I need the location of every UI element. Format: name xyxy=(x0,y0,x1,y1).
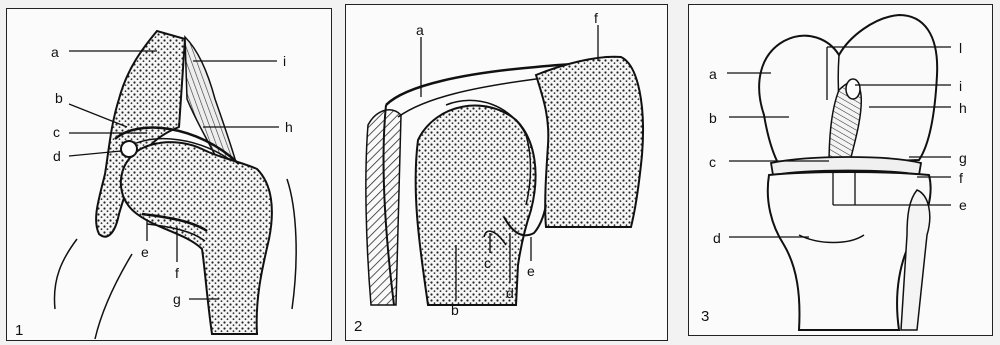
label-e: e xyxy=(527,264,535,278)
label-d: d xyxy=(506,286,514,300)
outer-contour-2 xyxy=(95,254,132,339)
label-c: c xyxy=(484,256,491,270)
panel-3-knee-joint: a l i b h c g f e d 3 xyxy=(688,4,993,336)
label-f: f xyxy=(175,266,179,280)
label-f: f xyxy=(594,11,598,25)
label-i: i xyxy=(283,54,286,68)
label-i: i xyxy=(959,79,962,93)
label-e: e xyxy=(141,245,149,259)
label-g: g xyxy=(173,292,181,306)
label-b: b xyxy=(709,111,717,125)
femur-bone xyxy=(121,142,272,334)
panel-1-hip-joint: a i b h c d e f g 1 xyxy=(6,8,332,341)
label-b: b xyxy=(451,303,459,317)
panel-number: 3 xyxy=(701,309,709,324)
label-f: f xyxy=(959,171,963,185)
label-a: a xyxy=(51,45,59,59)
label-e: e xyxy=(959,198,967,212)
label-g: g xyxy=(959,151,967,165)
label-a: a xyxy=(416,23,424,37)
panel-2-shoulder-joint: a f b c d e 2 xyxy=(345,4,668,341)
muscle-band xyxy=(185,37,235,159)
humerus-bone xyxy=(416,106,536,305)
label-b: b xyxy=(55,91,63,105)
label-c: c xyxy=(53,125,60,139)
ligament-insertion xyxy=(846,79,860,99)
label-h: h xyxy=(285,120,293,134)
scapula-bone xyxy=(536,57,643,227)
ligament-head xyxy=(121,141,137,157)
label-d: d xyxy=(713,231,721,245)
panel-3-illustration xyxy=(689,5,993,336)
label-d: d xyxy=(53,149,61,163)
label-a: a xyxy=(709,67,717,81)
label-l: l xyxy=(959,41,962,55)
label-h: h xyxy=(959,101,967,115)
panel-number: 2 xyxy=(354,319,362,334)
panel-number: 1 xyxy=(15,323,23,338)
label-c: c xyxy=(709,155,716,169)
outer-contour xyxy=(54,239,77,309)
right-contour xyxy=(287,179,296,309)
